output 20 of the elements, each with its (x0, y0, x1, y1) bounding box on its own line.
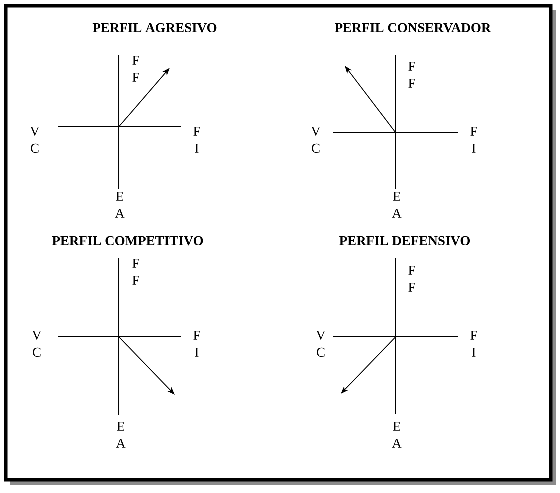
axis-label: F F (132, 56, 140, 82)
axis-label: V C (32, 331, 42, 357)
axis-label: F I (470, 127, 478, 153)
axis-label: E A (392, 192, 402, 218)
axis-label: V C (311, 127, 321, 153)
profile-title: PERFIL DEFENSIVO (340, 236, 470, 246)
axis-label: V C (30, 127, 40, 153)
axis-label: E A (116, 422, 126, 448)
axis-label: F I (470, 331, 478, 357)
axis-label: V C (316, 331, 326, 357)
profile-title: PERFIL COMPETITIVO (52, 236, 204, 246)
axis-label: E A (392, 422, 402, 448)
axis-label: F F (132, 259, 140, 285)
profile-title: PERFIL AGRESIVO (92, 23, 217, 33)
axis-label: F F (408, 62, 416, 88)
axis-label: E A (115, 192, 125, 218)
axis-label: F F (408, 266, 416, 292)
profile-title: PERFIL CONSERVADOR (335, 23, 492, 33)
axis-label: F I (194, 127, 200, 153)
axis-label: F I (194, 331, 200, 357)
